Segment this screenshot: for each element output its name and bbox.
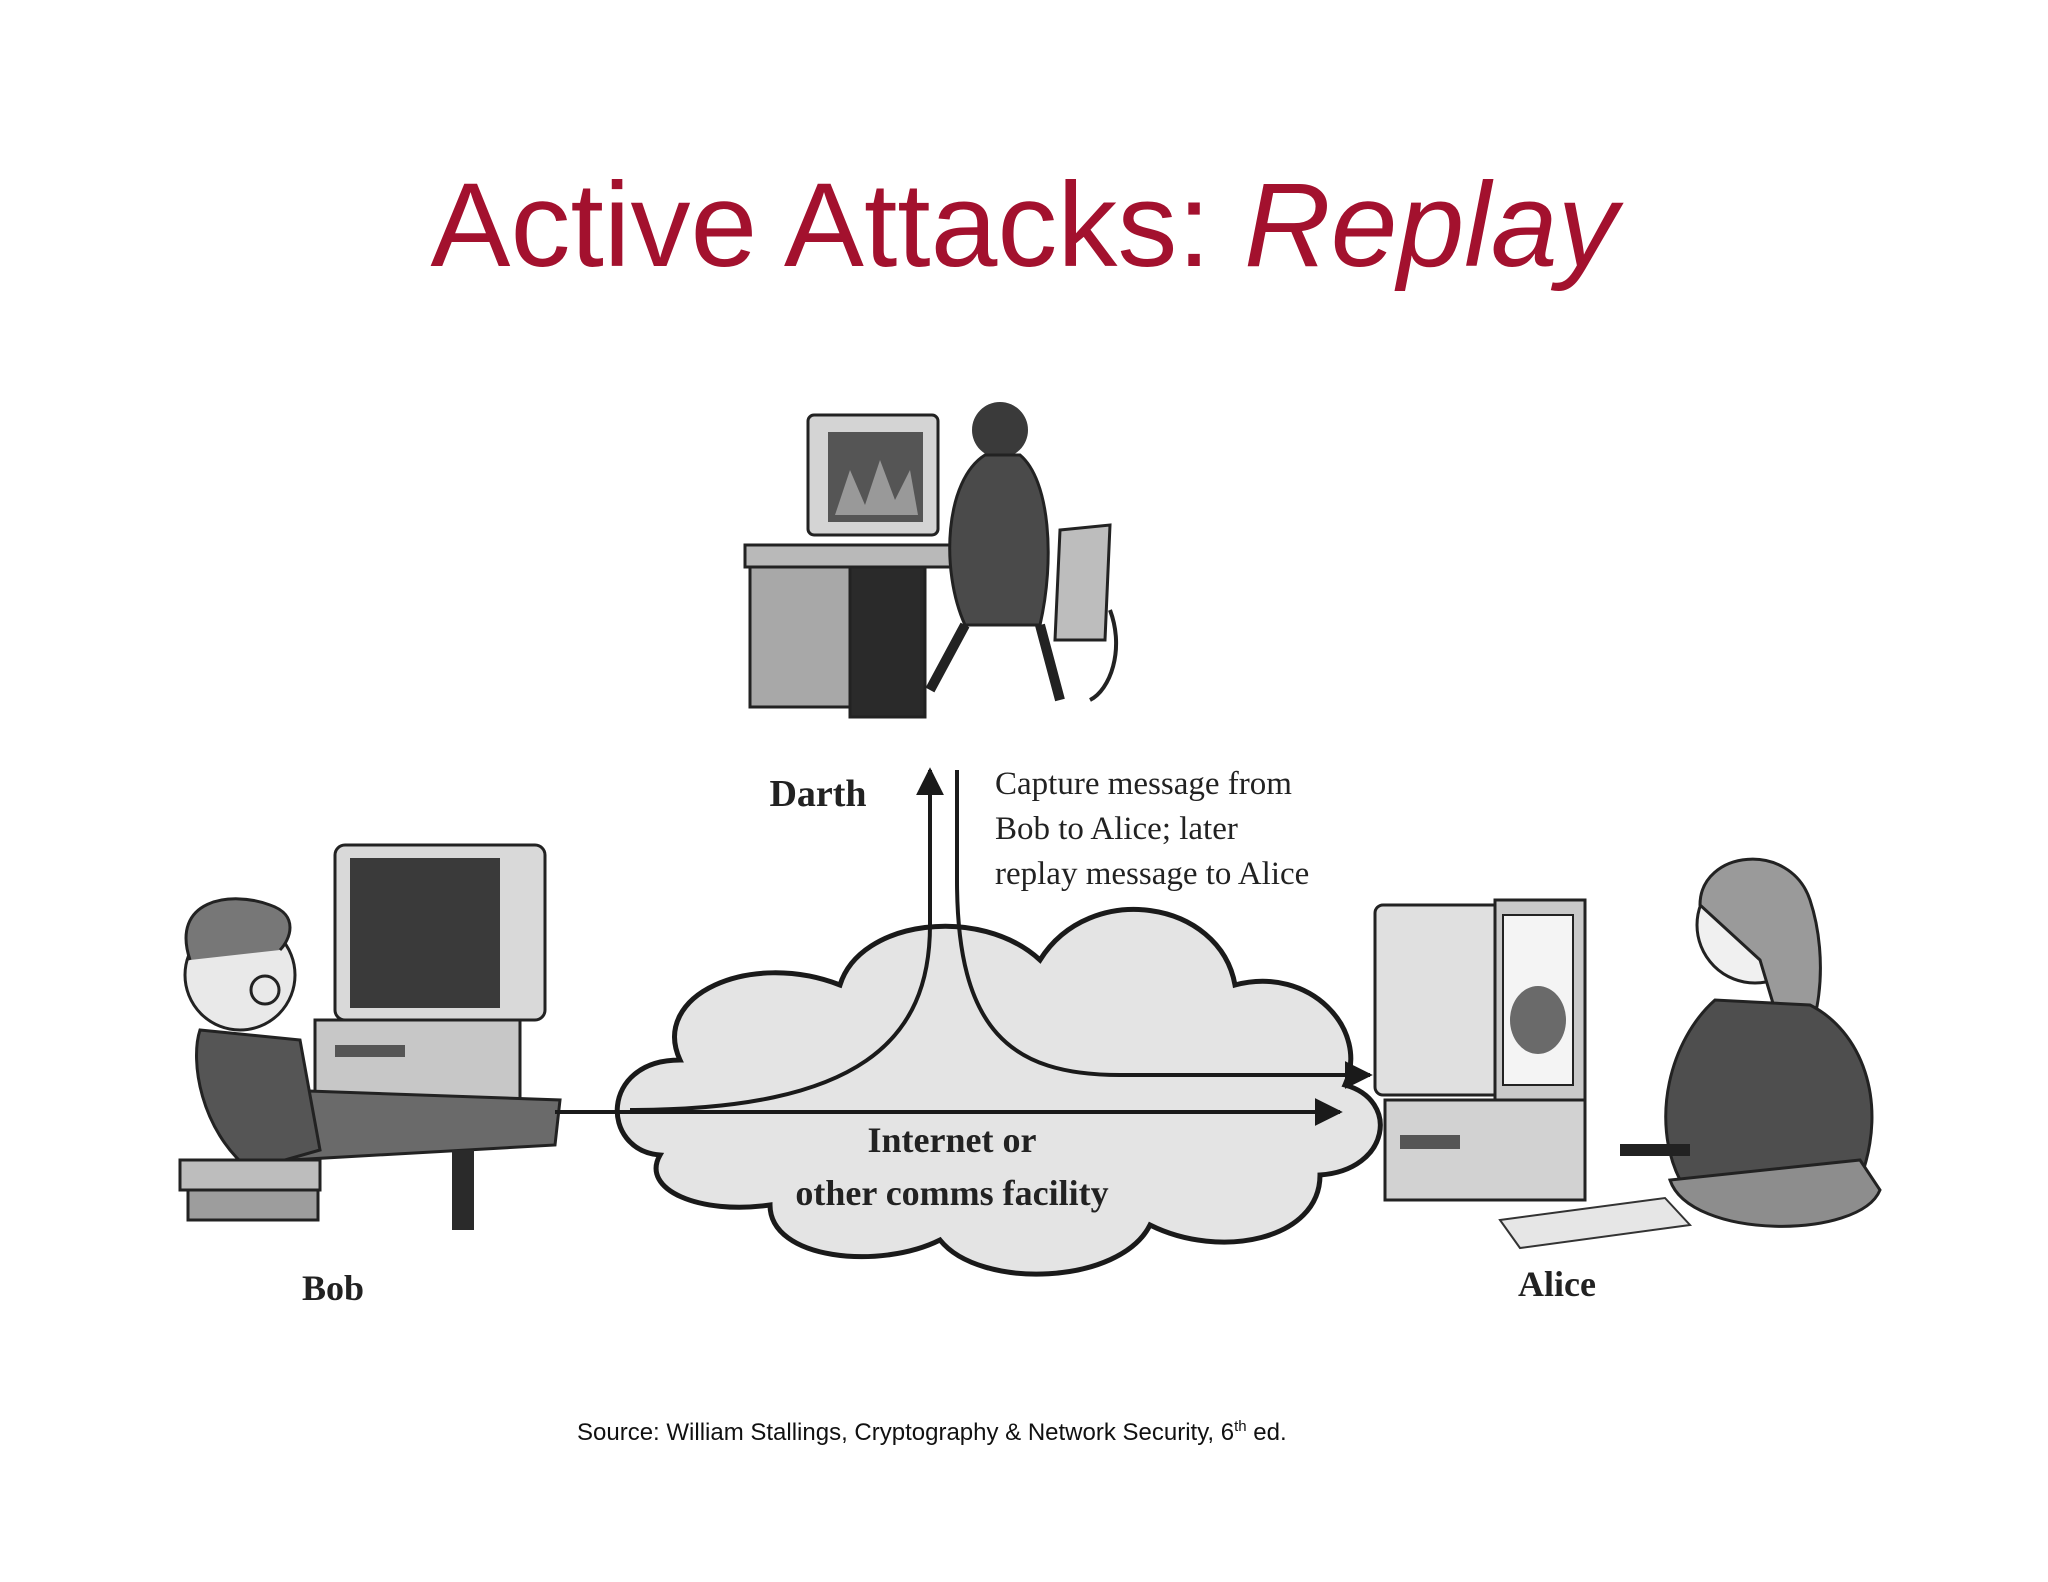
darth-workstation-illustration [743,402,1119,719]
annotation-line2: Bob to Alice; later [995,811,1238,847]
slide-title: Active Attacks: Replay [0,165,2048,285]
source-prefix: Source: William Stallings, Cryptography … [577,1419,1235,1446]
label-darth: Darth [769,773,866,815]
capture-arrow [629,767,944,1112]
alice-workstation-illustration [1373,857,1882,1250]
title-emphasis: Replay [1244,158,1618,292]
annotation-line1: Capture message from [995,766,1292,802]
network-label-line1: Internet or [868,1120,1037,1160]
source-citation: Source: William Stallings, Cryptography … [577,1418,1287,1447]
bob-workstation-illustration [178,843,562,1230]
network-cloud [614,907,1383,1277]
label-alice: Alice [1518,1264,1596,1304]
label-bob: Bob [302,1268,364,1308]
annotation-line3: replay message to Alice [995,856,1309,892]
replay-arrow [955,770,1373,1089]
source-sup: th [1234,1418,1247,1435]
network-label-line2: other comms facility [795,1173,1108,1213]
source-suffix: ed. [1246,1419,1287,1446]
title-main: Active Attacks: [430,158,1245,292]
